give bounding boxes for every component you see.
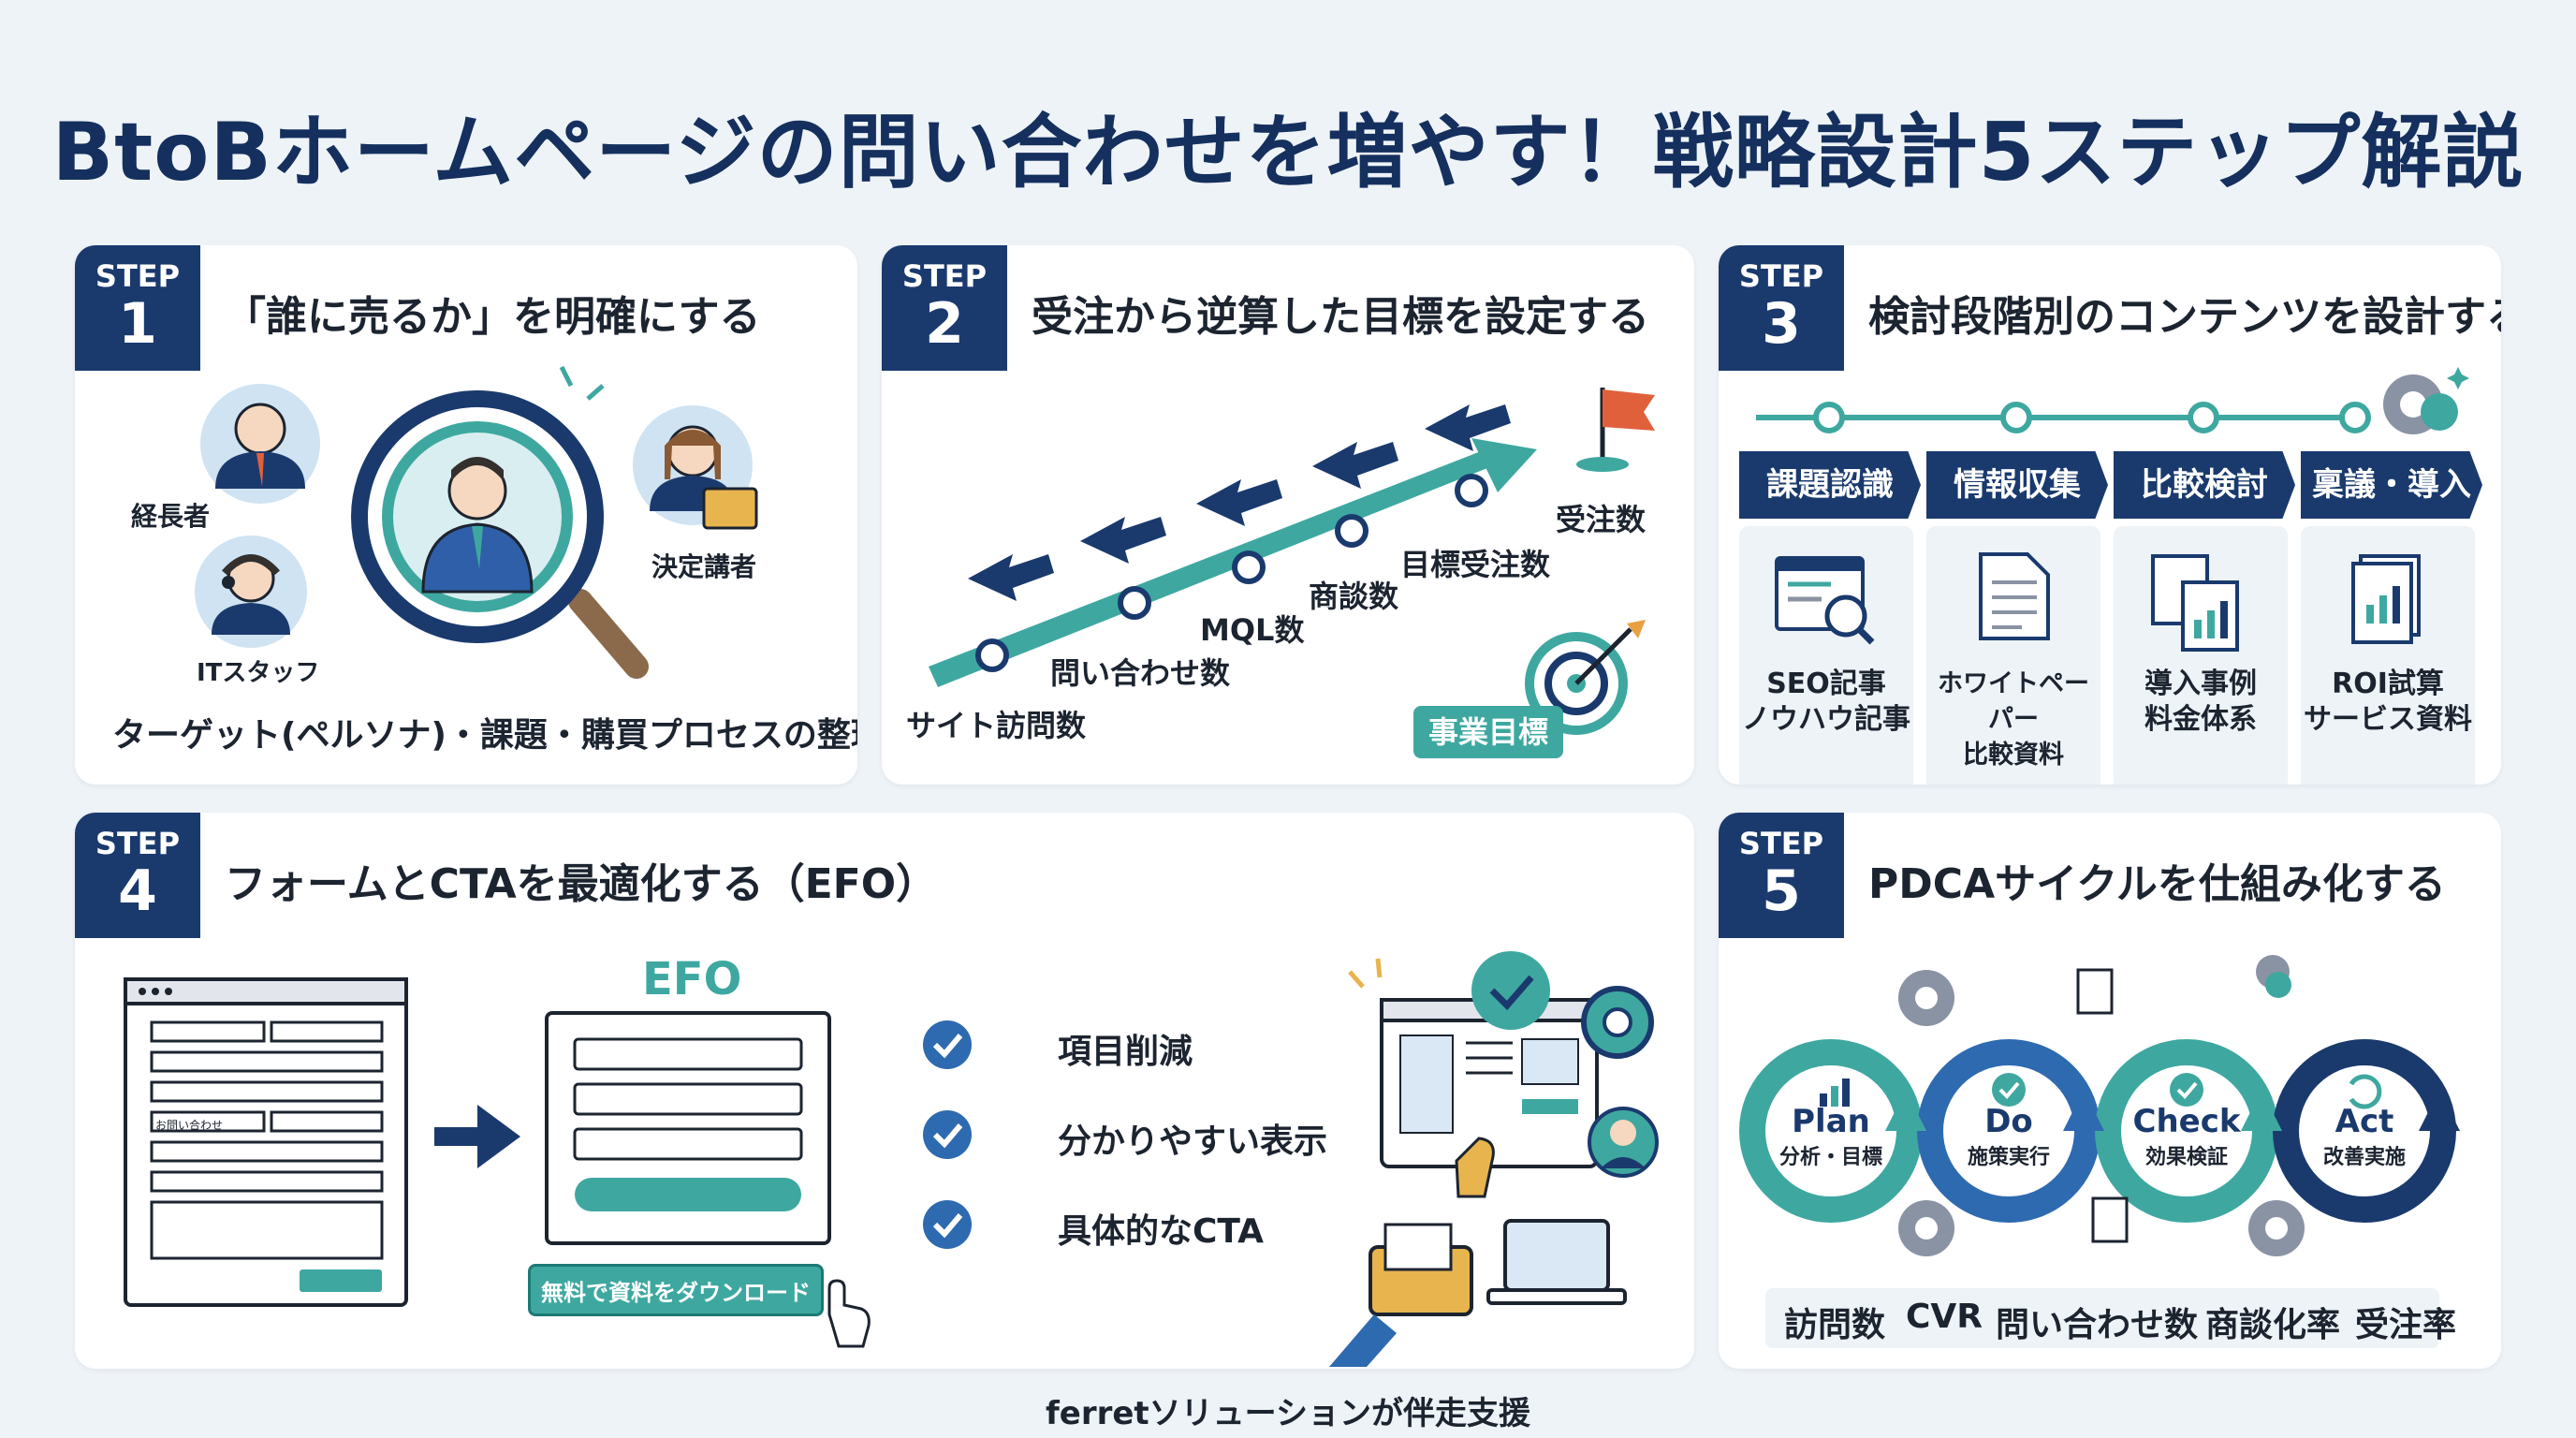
metric-cvr: CVR [1906, 1298, 1983, 1336]
stage-1-line2: ノウハウ記事 [1742, 703, 1910, 736]
efo-illustration [124, 951, 1659, 1367]
footer-text: ferretソリューションが伴走支援 [1045, 1395, 1531, 1432]
stage-2-line2: 比較資料 [1963, 741, 2064, 770]
stage-label-3: 比較検討 [2114, 451, 2295, 519]
step4-title: フォームとCTAを最適化する（EFO） [225, 860, 938, 908]
pdca-plan: Plan 分析・目標 [1747, 1103, 1915, 1170]
pdca-plan-sub: 分析・目標 [1778, 1146, 1882, 1169]
step5-badge-number: 5 [1762, 858, 1801, 924]
download-cta-button[interactable]: 無料で資料をダウンロード [528, 1264, 824, 1316]
step4-badge-number: 4 [118, 858, 157, 924]
step1-badge-number: 1 [118, 291, 157, 357]
stage-3-line1: 導入事例 [2144, 668, 2257, 700]
business-goal-badge: 事業目標 [1413, 706, 1563, 758]
pdca-do-sub: 施策実行 [1967, 1146, 2050, 1169]
stage-label-4: 稟議・導入 [2301, 451, 2482, 519]
metric-inquiries: 問い合わせ数 [1996, 1306, 2199, 1344]
metric-deal-rate: 商談化率 [2205, 1306, 2341, 1344]
funnel-diagram [929, 388, 1655, 735]
metrics-bar [1765, 1288, 2439, 1348]
stage-3-content: 導入事例 料金体系 [2114, 667, 2288, 738]
step1-badge: STEP 1 [75, 245, 200, 371]
step3-title: 検討段階別のコンテンツを設計する [1868, 293, 2501, 341]
pdca-act-sub: 改善実施 [2322, 1146, 2406, 1169]
step3-badge: STEP 3 [1719, 245, 1844, 371]
stage-label-1: 課題認識 [1739, 451, 1921, 519]
step2-badge: STEP 2 [882, 245, 1007, 371]
persona-illustration [195, 365, 758, 679]
pdca-check: Check 効果検証 [2102, 1103, 2271, 1170]
pdca-check-sub: 効果検証 [2144, 1146, 2228, 1169]
stage-label-2: 情報収集 [1926, 451, 2108, 519]
step5-badge: STEP 5 [1719, 813, 1844, 938]
content-icons [1775, 552, 2421, 652]
persona-decision-maker: 決定講者 [651, 551, 757, 582]
step4-badge-label: STEP [95, 826, 181, 861]
pdca-do: Do 施策実行 [1925, 1103, 2093, 1170]
page-title: BtoBホームページの問い合わせを増やす！戦略設計5ステップ解説 [51, 106, 2525, 199]
funnel-site-visits: サイト訪問数 [906, 708, 1087, 743]
metric-order-rate: 受注率 [2355, 1306, 2457, 1344]
step2-badge-label: STEP [901, 258, 988, 294]
stage-2-line1: ホワイトペーパー [1938, 669, 2089, 734]
check-item-3: 具体的なCTA [1058, 1212, 1265, 1251]
persona-executive: 経長者 [131, 501, 211, 532]
pdca-act-name: Act [2334, 1103, 2394, 1140]
stage-timeline [1756, 367, 2469, 434]
step1-card: STEP 1 「誰に売るか」を明確にする 経長者 決定講者 IT [75, 245, 857, 785]
metric-visits: 訪問数 [1784, 1306, 1886, 1344]
step3-badge-label: STEP [1738, 258, 1824, 294]
step2-card: STEP 2 受注から逆算した目標を設定する サイト訪問数 問い合わ [882, 245, 1694, 785]
stage-2-content: ホワイトペーパー 比較資料 [1926, 667, 2100, 773]
step4-badge: STEP 4 [75, 813, 200, 938]
step4-card: STEP 4 フォームとCTAを最適化する（EFO） [75, 813, 1694, 1369]
stage-1-content: SEO記事 ノウハウ記事 [1739, 667, 1913, 738]
check-item-1: 項目削減 [1058, 1033, 1193, 1071]
funnel-orders: 受注数 [1556, 502, 1647, 537]
step2-title: 受注から逆算した目標を設定する [1032, 293, 1649, 341]
step1-badge-label: STEP [95, 258, 181, 294]
stage-4-line2: サービス資料 [2304, 703, 2472, 736]
step1-title: 「誰に売るか」を明確にする [225, 293, 761, 341]
pdca-do-name: Do [1984, 1103, 2033, 1140]
funnel-mql: MQL数 [1200, 612, 1305, 648]
step3-badge-number: 3 [1762, 291, 1801, 357]
step5-card: STEP 5 PDCAサイクルを仕組み化する Plan [1719, 813, 2501, 1369]
check-item-2: 分かりやすい表示 [1058, 1123, 1328, 1161]
funnel-deals: 商談数 [1309, 579, 1399, 614]
stage-3-line2: 料金体系 [2144, 703, 2257, 736]
funnel-inquiries: 問い合わせ数 [1050, 655, 1231, 691]
pdca-cycle [1739, 955, 2460, 1256]
persona-it-staff: ITスタッフ [197, 659, 320, 687]
efo-label: EFO [642, 953, 742, 1005]
step1-caption: ターゲット(ペルソナ)・課題・購買プロセスの整理 [112, 716, 857, 755]
step5-title: PDCAサイクルを仕組み化する [1868, 860, 2446, 908]
stage-4-line1: ROI試算 [2332, 668, 2444, 700]
step5-badge-label: STEP [1738, 826, 1824, 861]
stage-1-line1: SEO記事 [1766, 668, 1886, 700]
pdca-plan-name: Plan [1792, 1103, 1870, 1140]
stage-4-content: ROI試算 サービス資料 [2301, 667, 2475, 738]
pdca-check-name: Check [2132, 1103, 2241, 1140]
step3-card: STEP 3 検討段階別のコンテンツを設計する 課題認識 情報収集 比較検討 稟… [1719, 245, 2501, 785]
pdca-act: Act 改善実施 [2280, 1103, 2449, 1170]
step2-badge-number: 2 [925, 291, 964, 357]
funnel-target-orders: 目標受注数 [1400, 547, 1551, 582]
select-placeholder: お問い合わせ [155, 1119, 224, 1132]
